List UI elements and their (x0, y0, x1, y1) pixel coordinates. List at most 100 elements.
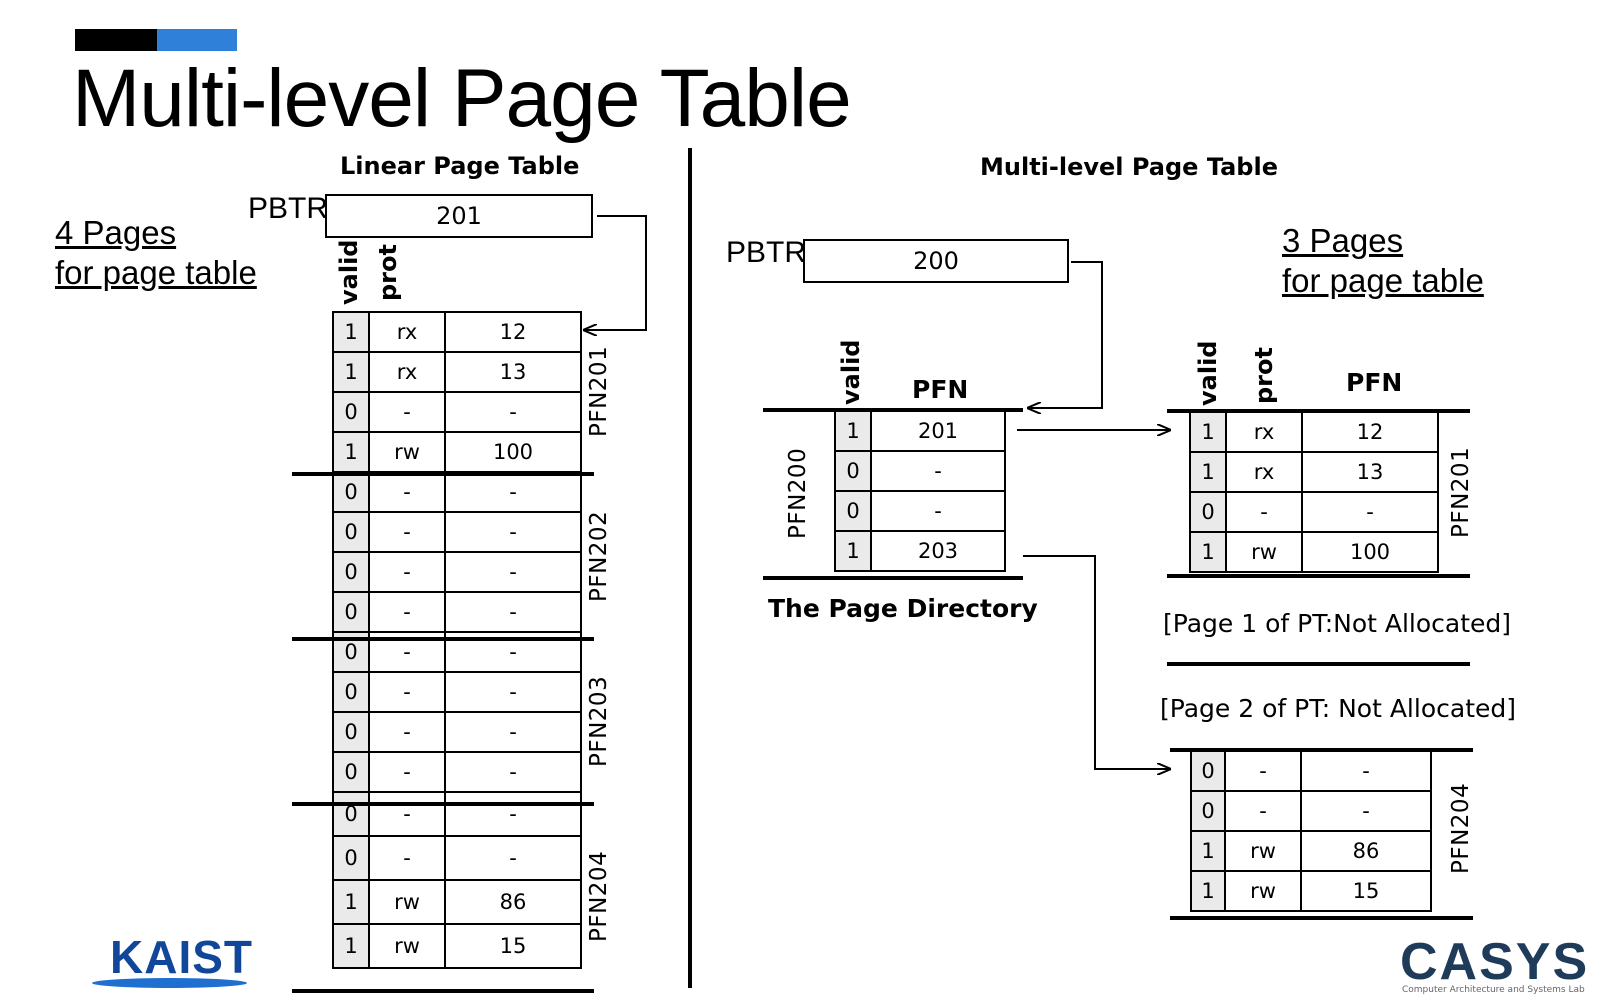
table-cell: - (368, 551, 446, 593)
linear-pbtr-register: 201 (325, 194, 593, 238)
table-cell: 0 (1190, 750, 1226, 792)
table-cell: rw (1224, 830, 1302, 872)
casys-logo-subtitle: Computer Architecture and Systems Lab (1402, 985, 1585, 995)
table-cell: - (368, 791, 446, 837)
table-cell: 0 (332, 391, 370, 433)
directory-header-pfn: PFN (912, 375, 969, 404)
table-cell: - (368, 391, 446, 433)
table-cell: - (1224, 750, 1302, 792)
table-cell: - (368, 751, 446, 793)
pt0-pfn-label: PFN201 (1448, 446, 1474, 538)
multilevel-note-line2: for page table (1282, 262, 1484, 299)
table-row: 0-- (332, 835, 582, 881)
table-cell: 1 (332, 351, 370, 393)
table-cell: 1 (332, 879, 370, 925)
table-cell: - (368, 511, 446, 553)
table-cell: 1 (1190, 870, 1226, 912)
casys-logo: CASYS (1400, 933, 1590, 991)
directory-header-valid: valid (837, 339, 865, 405)
table-cell: - (368, 471, 446, 513)
linear-note-line1: 4 Pages (55, 214, 177, 251)
table-cell: 86 (1300, 830, 1432, 872)
table-cell: - (444, 671, 582, 713)
table-cell: 0 (834, 490, 872, 532)
table-row: 0- (834, 490, 1006, 532)
linear-pfn-label: PFN202 (586, 510, 612, 602)
table-cell: 203 (870, 530, 1006, 572)
table-cell: 0 (1190, 790, 1226, 832)
multilevel-pbtr-label: PBTR (726, 236, 807, 269)
table-cell: - (444, 391, 582, 433)
table-row: 0-- (332, 551, 582, 593)
multilevel-note-line1: 3 Pages (1282, 222, 1404, 259)
table-cell: - (1225, 491, 1303, 533)
table-cell: rw (368, 923, 446, 969)
table-cell: rx (1225, 451, 1303, 493)
pt0-bottom-line (1167, 574, 1470, 578)
table-cell: 12 (1301, 411, 1439, 453)
linear-group-separator (292, 472, 594, 476)
table-cell: 100 (1301, 531, 1439, 573)
table-row: 0-- (332, 471, 582, 513)
section-divider (688, 148, 692, 988)
multilevel-pbtr-arrow (1028, 261, 1103, 408)
table-cell: rw (368, 879, 446, 925)
slide-title: Multi-level Page Table (72, 53, 852, 144)
table-row: 0-- (1189, 491, 1439, 533)
table-cell: - (1301, 491, 1439, 533)
linear-pfn-label: PFN203 (586, 675, 612, 767)
linear-note-line2: for page table (55, 254, 257, 291)
directory-bottom-line (763, 576, 1023, 580)
table-cell: 1 (1190, 830, 1226, 872)
table-cell: 0 (332, 791, 370, 837)
table-cell: - (444, 711, 582, 753)
table-row: 0-- (332, 511, 582, 553)
multilevel-table-heading: Multi-level Page Table (980, 153, 1278, 181)
linear-header-valid: valid (335, 239, 363, 305)
table-row: 0-- (332, 391, 582, 433)
table-cell: - (444, 471, 582, 513)
multilevel-pbtr-register: 200 (803, 239, 1069, 283)
table-cell: 0 (1189, 491, 1227, 533)
table-cell: 0 (332, 711, 370, 753)
table-cell: rw (1224, 870, 1302, 912)
table-cell: - (444, 511, 582, 553)
linear-pbtr-label: PBTR (248, 192, 329, 225)
table-cell: 15 (444, 923, 582, 969)
table-row: 0- (834, 450, 1006, 492)
multilevel-pbtr-value: 200 (913, 247, 959, 275)
table-cell: 1 (834, 530, 872, 572)
table-cell: 1 (332, 311, 370, 353)
table-cell: 201 (870, 410, 1006, 452)
directory-pfn-label: PFN200 (785, 447, 811, 539)
table-cell: 100 (444, 431, 582, 473)
table-cell: 1 (1189, 451, 1227, 493)
table-cell: 0 (332, 511, 370, 553)
table-row: 0-- (332, 791, 582, 837)
table-cell: - (368, 711, 446, 753)
table-cell: - (1224, 790, 1302, 832)
directory-to-pfn204-arrow (1023, 555, 1170, 769)
linear-pbtr-arrow (584, 215, 647, 330)
table-cell: - (870, 450, 1006, 492)
table-cell: rx (368, 351, 446, 393)
table-cell: - (1300, 750, 1432, 792)
table-cell: 13 (444, 351, 582, 393)
pt3-top-line (1170, 748, 1473, 752)
table-cell: - (444, 751, 582, 793)
pt-page2-not-allocated: [Page 2 of PT: Not Allocated] (1160, 694, 1516, 723)
table-cell: 1 (332, 923, 370, 969)
linear-group-separator (292, 637, 594, 641)
table-cell: - (444, 591, 582, 633)
pt3-bottom-line (1170, 916, 1473, 920)
table-cell: 0 (332, 671, 370, 713)
linear-group-separator (292, 989, 594, 993)
table-cell: 86 (444, 879, 582, 925)
directory-top-line (763, 408, 1023, 412)
table-cell: 13 (1301, 451, 1439, 493)
table-cell: - (368, 835, 446, 881)
